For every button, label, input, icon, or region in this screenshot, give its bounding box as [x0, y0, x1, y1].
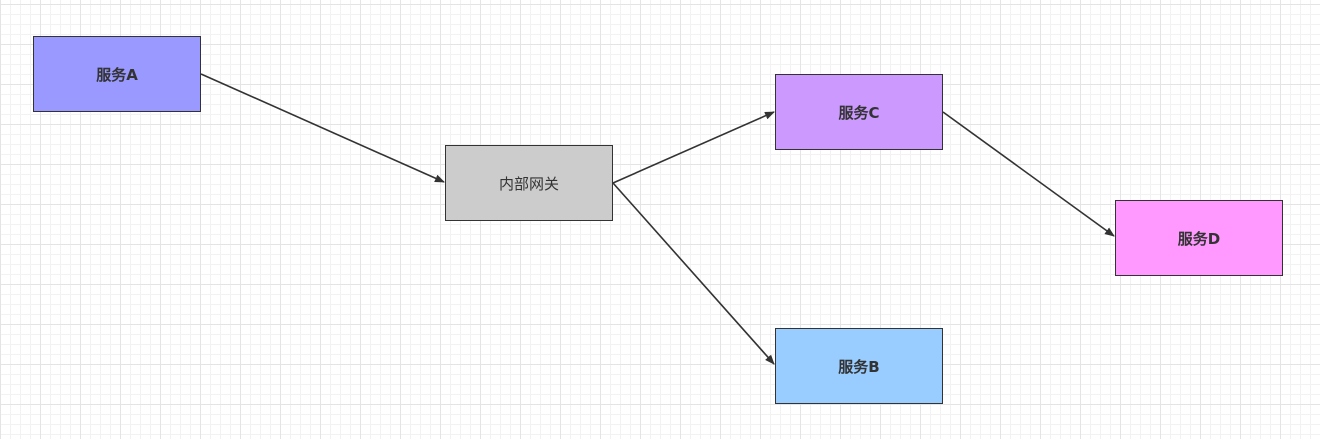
- edge-gateway-to-b: [612, 182, 775, 365]
- node-service-a-label: 服务A: [96, 65, 138, 84]
- node-internal-gateway[interactable]: 内部网关: [445, 145, 613, 221]
- edge-a-to-gateway: [200, 73, 445, 183]
- edge-c-to-d: [942, 111, 1115, 237]
- node-service-c-label: 服务C: [838, 103, 880, 122]
- node-service-d[interactable]: 服务D: [1115, 200, 1283, 276]
- node-service-d-label: 服务D: [1177, 229, 1221, 248]
- node-service-c[interactable]: 服务C: [775, 74, 943, 150]
- node-service-b[interactable]: 服务B: [775, 328, 943, 404]
- node-internal-gateway-label: 内部网关: [498, 174, 559, 193]
- node-service-b-label: 服务B: [838, 357, 880, 376]
- edge-gateway-to-c: [612, 111, 775, 184]
- node-service-a[interactable]: 服务A: [33, 36, 201, 112]
